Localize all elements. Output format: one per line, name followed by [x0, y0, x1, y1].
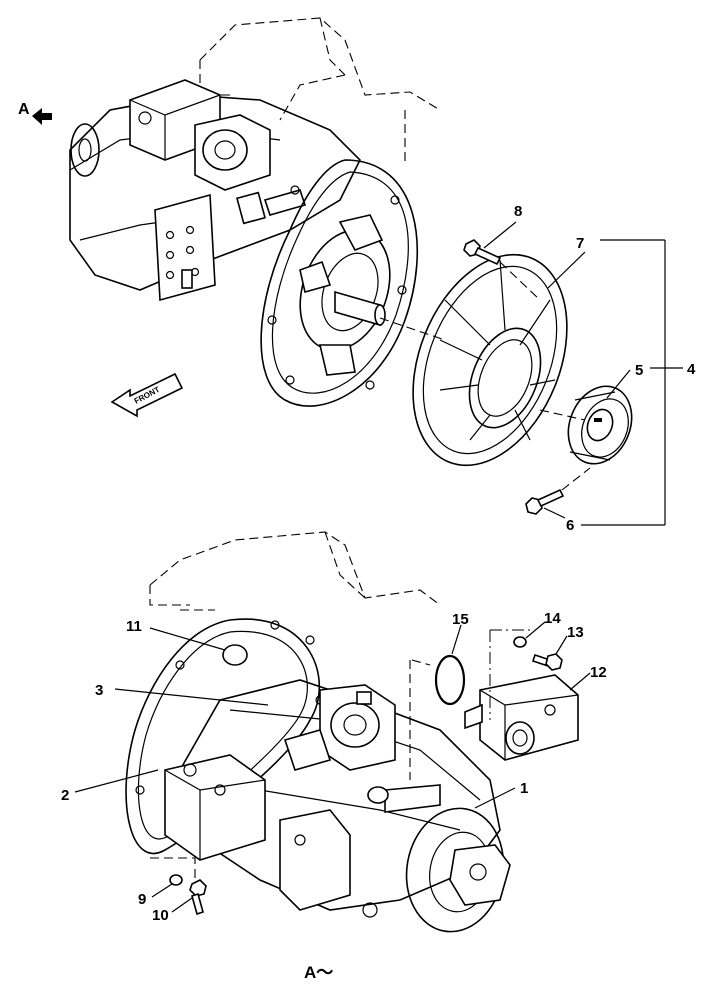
washer-9: [169, 874, 183, 886]
view-label-a: A: [18, 101, 30, 118]
main-pump-bottom: [164, 679, 511, 933]
bolt-8: [463, 239, 541, 301]
callout-13: 13: [567, 624, 584, 641]
callout-12: 12: [590, 664, 607, 681]
bottom-assembly: [125, 531, 579, 933]
main-pump-top: [69, 79, 361, 302]
callout-10: 10: [152, 907, 169, 924]
callout-2: 2: [61, 787, 69, 804]
view-label-bottom: A～: [304, 963, 333, 982]
bolt-6: [525, 467, 591, 515]
callout-8: 8: [514, 203, 522, 220]
coupling-gear: [567, 385, 633, 465]
callout-1: 1: [520, 780, 528, 797]
o-ring: [434, 654, 466, 706]
flywheel-housing-top: [260, 159, 419, 407]
callout-6: 6: [566, 517, 574, 534]
callout-3: 3: [95, 682, 103, 699]
callout-labels: 1 2 3 4 5 6 7 8 9 10 11 12 13 14 15: [61, 203, 696, 924]
callout-7: 7: [576, 235, 584, 252]
pilot-pump: [464, 674, 579, 761]
callout-15: 15: [452, 611, 469, 628]
front-arrow: [110, 372, 184, 418]
washer-14: [513, 636, 527, 648]
callout-9: 9: [138, 891, 146, 908]
engine-outline-bottom: [149, 531, 441, 780]
view-arrow-a: [32, 108, 52, 125]
callout-14: 14: [544, 610, 561, 627]
bolt-10: [189, 879, 207, 916]
callout-5: 5: [635, 362, 643, 379]
bolt-13: [531, 653, 563, 671]
callout-4: 4: [687, 361, 696, 378]
leader-lines: [74, 221, 683, 913]
top-assembly: [32, 17, 633, 515]
callout-11: 11: [126, 618, 142, 635]
